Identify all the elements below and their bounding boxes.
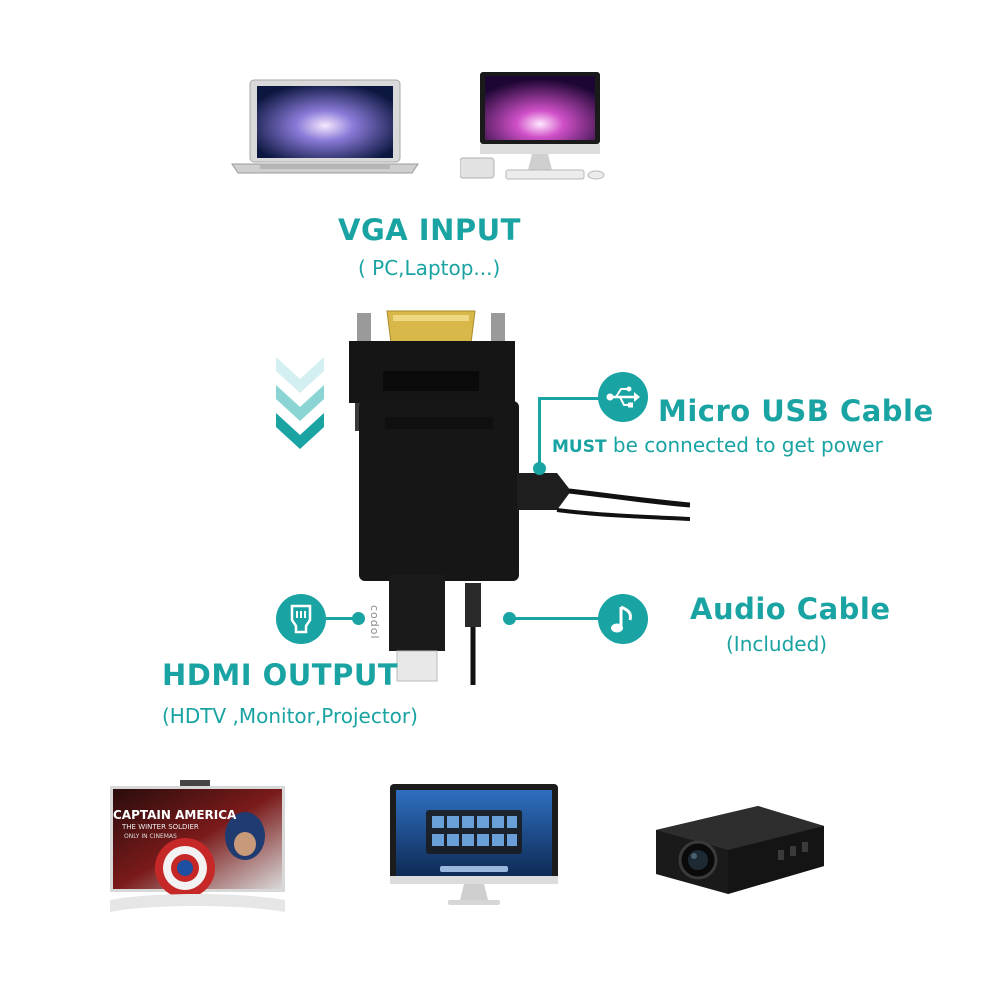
vga-input-title: VGA INPUT xyxy=(338,213,521,247)
usb-icon xyxy=(598,372,648,422)
usb-callout-line-h xyxy=(538,397,600,400)
tv-screen-subtitle: THE WINTER SOLDIER xyxy=(122,823,199,831)
must-emphasis: MUST xyxy=(552,437,607,457)
vga-to-hdmi-adapter xyxy=(345,305,691,685)
hdmi-callout-line xyxy=(326,617,356,620)
micro-usb-note: MUST be connected to get power xyxy=(552,433,883,457)
usb-callout-line xyxy=(538,398,541,466)
tv-screen-caption: ONLY IN CINEMAS xyxy=(124,833,177,840)
desktop-computer-image xyxy=(459,70,610,185)
audio-cable-title: Audio Cable xyxy=(690,592,891,626)
adapter-brand-label: codol xyxy=(368,605,381,640)
micro-usb-title: Micro USB Cable xyxy=(658,394,934,428)
monitor-image xyxy=(390,784,558,909)
usb-note-text: be connected to get power xyxy=(606,433,883,457)
hdtv-image xyxy=(110,780,285,915)
audio-cable-subtitle: (Included) xyxy=(726,632,828,656)
audio-callout-line xyxy=(508,617,602,620)
tv-screen-title: CAPTAIN AMERICA xyxy=(113,808,237,822)
usb-callout-dot xyxy=(533,462,546,475)
hdmi-port-icon xyxy=(276,594,326,644)
hdmi-callout-dot xyxy=(352,612,365,625)
hdmi-output-title: HDMI OUTPUT xyxy=(162,658,399,692)
hdmi-output-subtitle: (HDTV ,Monitor,Projector) xyxy=(162,704,418,728)
down-arrows-icon xyxy=(272,355,328,455)
vga-input-subtitle: ( PC,Laptop...) xyxy=(358,256,501,280)
laptop-image xyxy=(230,78,420,178)
projector-image xyxy=(648,800,828,900)
music-note-icon xyxy=(598,594,648,644)
